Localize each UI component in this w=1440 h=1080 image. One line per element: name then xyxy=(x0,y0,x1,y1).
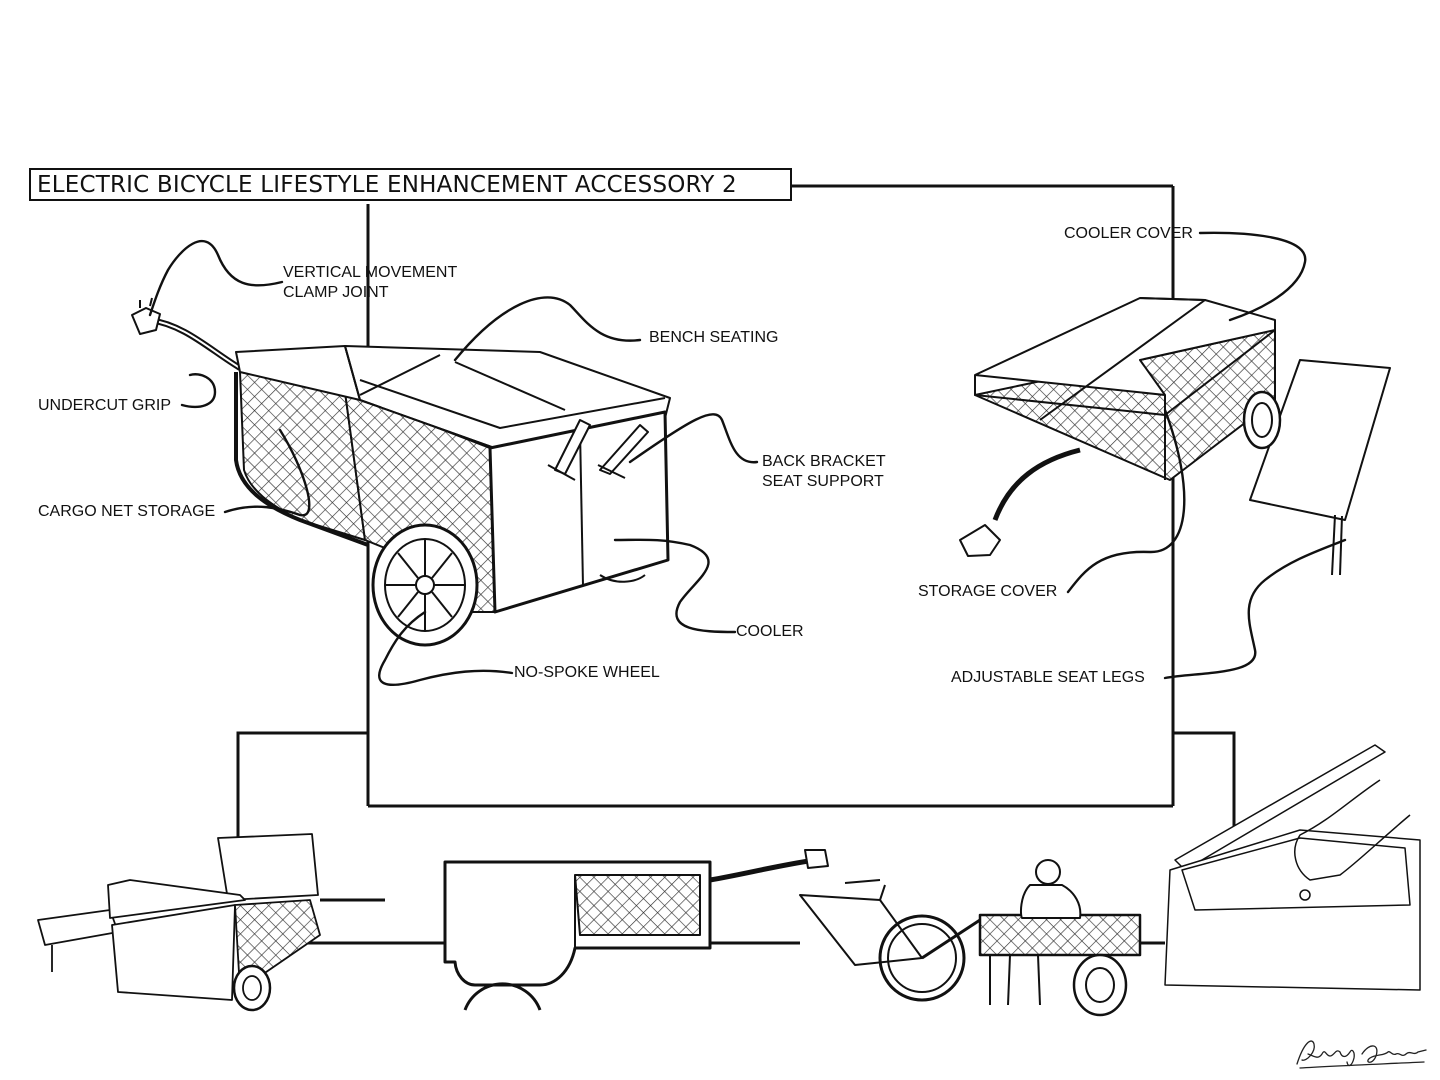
callout-bench-seating: BENCH SEATING xyxy=(649,328,779,348)
callout-cooler-cover: COOLER COVER xyxy=(1064,224,1193,244)
callout-vertical-clamp: VERTICAL MOVEMENT CLAMP JOINT xyxy=(283,263,457,303)
callout-cooler: COOLER xyxy=(736,622,804,642)
thumbnail-cooler-closeup xyxy=(1165,745,1420,990)
callout-line: SEAT SUPPORT xyxy=(762,472,886,492)
thumbnail-side-view xyxy=(445,850,828,1010)
callout-back-bracket: BACK BRACKET SEAT SUPPORT xyxy=(762,452,886,492)
callout-line: CLAMP JOINT xyxy=(283,283,457,303)
callout-no-spoke-wheel: NO-SPOKE WHEEL xyxy=(514,663,660,683)
callout-undercut-grip: UNDERCUT GRIP xyxy=(38,396,171,416)
callout-cargo-net: CARGO NET STORAGE xyxy=(38,502,215,522)
callout-line: VERTICAL MOVEMENT xyxy=(283,263,457,283)
callout-storage-cover: STORAGE COVER xyxy=(918,582,1057,602)
main-trailer-drawing xyxy=(132,298,670,645)
callout-adjustable-legs: ADJUSTABLE SEAT LEGS xyxy=(951,668,1145,688)
sheet-title: ELECTRIC BICYCLE LIFESTYLE ENHANCEMENT A… xyxy=(29,168,792,201)
artist-signature xyxy=(1292,1032,1432,1072)
callout-line: BACK BRACKET xyxy=(762,452,886,472)
thumbnail-bicycle-tow xyxy=(800,860,1140,1015)
thumbnail-open-seat xyxy=(38,834,385,1010)
